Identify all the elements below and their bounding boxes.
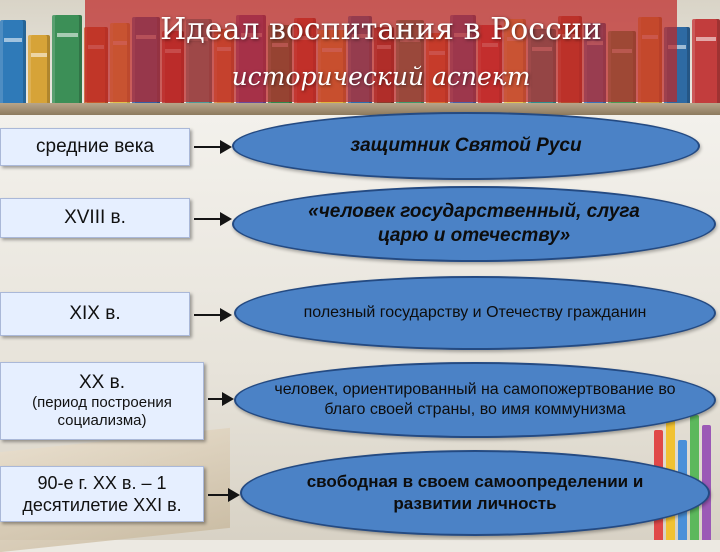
period-label: XIX в. [69, 303, 121, 324]
period-label: 90-е г. XX в. – 1 десятилетие XXI в. [22, 473, 182, 515]
period-box-19th-century: XIX в. [0, 292, 190, 336]
ideal-ellipse-19th-century: полезный государству и Отечеству граждан… [234, 276, 716, 350]
ideal-ellipse-18th-century: «человек государственный, слуга царю и о… [232, 186, 716, 262]
arrow-icon [194, 140, 232, 154]
period-label: XVIII в. [64, 207, 126, 228]
ideal-text: защитник Святой Руси [350, 135, 582, 156]
ideal-ellipse-90s-2000s: свободная в своем самоопределении и разв… [240, 450, 710, 536]
shelf [0, 103, 720, 115]
period-label: XX в. [79, 372, 125, 393]
period-box-middle-ages: средние века [0, 128, 190, 166]
ideal-text: свободная в своем самоопределении и разв… [306, 472, 644, 513]
period-box-18th-century: XVIII в. [0, 198, 190, 238]
period-note: (период построения социализма) [32, 394, 172, 429]
ideal-text: полезный государству и Отечеству граждан… [303, 304, 647, 321]
period-label: средние века [36, 136, 154, 157]
arrow-icon [208, 392, 234, 406]
period-box-20th-century: XX в. (период построения социализма) [0, 362, 204, 440]
page-subtitle: исторический аспект [231, 62, 531, 91]
ideal-ellipse-20th-century: человек, ориентированный на самопожертво… [234, 362, 716, 438]
ideal-ellipse-middle-ages: защитник Святой Руси [232, 112, 700, 180]
arrow-icon [194, 212, 232, 226]
arrow-icon [208, 488, 240, 502]
ideal-text: человек, ориентированный на самопожертво… [274, 381, 676, 418]
period-box-90s-2000s: 90-е г. XX в. – 1 десятилетие XXI в. [0, 466, 204, 522]
page-title: Идеал воспитания в России [160, 12, 602, 47]
title-band [85, 0, 677, 102]
ideal-text: «человек государственный, слуга царю и о… [308, 201, 640, 246]
arrow-icon [194, 308, 232, 322]
